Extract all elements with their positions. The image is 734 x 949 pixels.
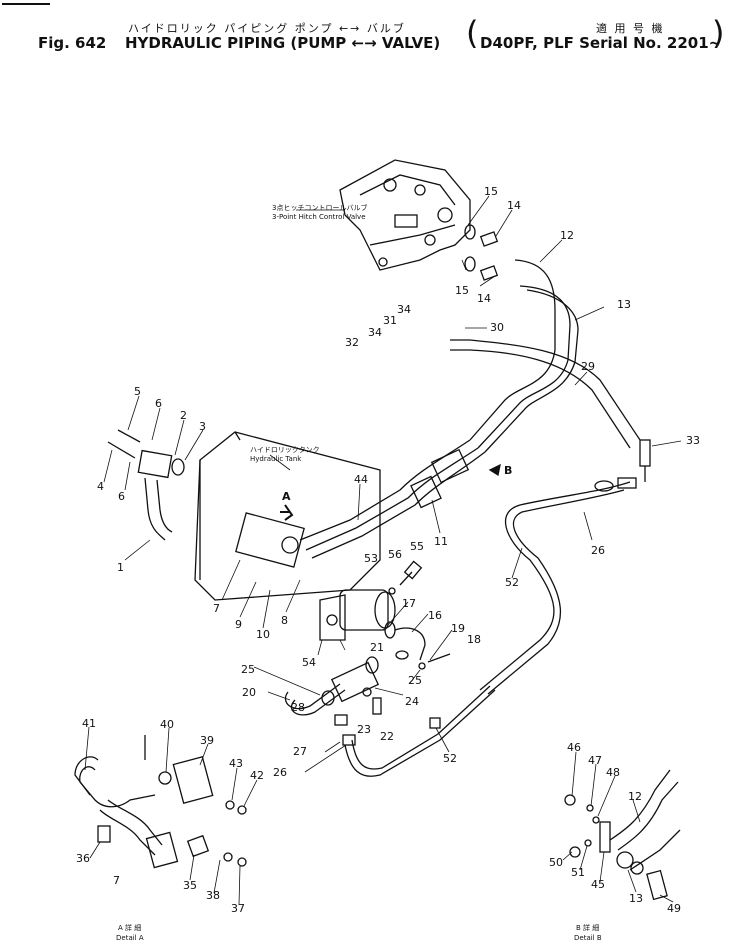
callout-1: 1 xyxy=(117,561,124,574)
view-arrow-a-label: A xyxy=(282,490,291,503)
callout-56: 56 xyxy=(388,548,402,561)
callout-19: 19 xyxy=(451,622,465,635)
callout-47: 47 xyxy=(588,754,602,767)
pump-drawing xyxy=(319,589,396,641)
callout-26: 26 xyxy=(591,544,605,557)
callout-9: 9 xyxy=(235,618,242,631)
callout-12: 12 xyxy=(628,790,642,803)
detail-a-en-label: Detail A xyxy=(116,934,144,942)
callout-14: 14 xyxy=(477,292,491,305)
callout-15: 15 xyxy=(455,284,469,297)
callout-45: 45 xyxy=(591,878,605,891)
callout-2: 2 xyxy=(180,409,187,422)
callout-4: 4 xyxy=(97,480,104,493)
callout-35: 35 xyxy=(183,879,197,892)
callout-40: 40 xyxy=(160,718,174,731)
callout-11: 11 xyxy=(434,535,448,548)
callout-28: 28 xyxy=(291,701,305,714)
detail-a-drawing xyxy=(74,735,247,869)
callout-15: 15 xyxy=(484,185,498,198)
callout-7: 7 xyxy=(113,874,120,887)
callout-25: 25 xyxy=(241,663,255,676)
callout-53: 53 xyxy=(364,552,378,565)
hydraulic-tank-drawing xyxy=(194,431,381,601)
control-valve-drawing xyxy=(339,159,471,271)
callout-49: 49 xyxy=(667,902,681,915)
serial-close-paren: ) xyxy=(712,14,725,52)
callout-54: 54 xyxy=(302,656,316,669)
callout-7: 7 xyxy=(213,602,220,615)
callout-50: 50 xyxy=(549,856,563,869)
callout-30: 30 xyxy=(490,321,504,334)
callout-52: 52 xyxy=(443,752,457,765)
hydraulic-tank-en-label: Hydraulic Tank xyxy=(250,455,302,463)
callout-41: 41 xyxy=(82,717,96,730)
callout-6: 6 xyxy=(118,490,125,503)
callout-42: 42 xyxy=(250,769,264,782)
callout-39: 39 xyxy=(200,734,214,747)
callout-22: 22 xyxy=(380,730,394,743)
callout-26: 26 xyxy=(273,766,287,779)
callout-6: 6 xyxy=(155,397,162,410)
japanese-title: ハイドロリック パイピング ポンプ ←→ バルブ xyxy=(128,22,406,35)
callout-27: 27 xyxy=(293,745,307,758)
callout-20: 20 xyxy=(242,686,256,699)
control-valve-en-label: 3-Point Hitch Control Valve xyxy=(272,213,366,221)
callout-55: 55 xyxy=(410,540,424,553)
callout-46: 46 xyxy=(567,741,581,754)
callout-34: 34 xyxy=(368,326,382,339)
callout-43: 43 xyxy=(229,757,243,770)
callout-36: 36 xyxy=(76,852,90,865)
callout-5: 5 xyxy=(134,385,141,398)
callout-14: 14 xyxy=(507,199,521,212)
callout-21: 21 xyxy=(370,641,384,654)
callout-17: 17 xyxy=(402,597,416,610)
callout-52: 52 xyxy=(505,576,519,589)
figure-label: Fig. 642 xyxy=(38,34,107,52)
detail-a-jp-label: A 詳 細 xyxy=(118,923,141,932)
callout-44: 44 xyxy=(354,473,368,486)
callout-10: 10 xyxy=(256,628,270,641)
figure-title: HYDRAULIC PIPING (PUMP ←→ VALVE) xyxy=(125,34,441,52)
callout-24: 24 xyxy=(405,695,419,708)
callout-34: 34 xyxy=(397,303,411,316)
callout-31: 31 xyxy=(383,314,397,327)
callout-16: 16 xyxy=(428,609,442,622)
detail-b-en-label: Detail B xyxy=(574,934,602,942)
callout-8: 8 xyxy=(281,614,288,627)
callout-25: 25 xyxy=(408,674,422,687)
callout-33: 33 xyxy=(686,434,700,447)
applicable-serial: D40PF, PLF Serial No. 2201~ xyxy=(480,34,722,52)
callout-12: 12 xyxy=(560,229,574,242)
callout-48: 48 xyxy=(606,766,620,779)
callout-29: 29 xyxy=(581,360,595,373)
callout-32: 32 xyxy=(345,336,359,349)
hydraulic-tank-jp-label: ハイドロリックタンク xyxy=(250,445,320,454)
japanese-applicable: 適 用 号 機 xyxy=(596,22,665,35)
callout-13: 13 xyxy=(629,892,643,905)
callout-23: 23 xyxy=(357,723,371,736)
callout-3: 3 xyxy=(199,420,206,433)
view-arrow-b-label: B xyxy=(504,464,512,477)
callout-38: 38 xyxy=(206,889,220,902)
control-valve-jp-label: 3点ヒッチコントロールバルブ xyxy=(272,203,367,212)
callout-37: 37 xyxy=(231,902,245,915)
callout-18: 18 xyxy=(467,633,481,646)
callout-51: 51 xyxy=(571,866,585,879)
detail-b-jp-label: B 詳 細 xyxy=(576,923,599,932)
serial-open-paren: ( xyxy=(466,14,479,52)
detail-b-drawing xyxy=(564,769,681,901)
callout-13: 13 xyxy=(617,298,631,311)
